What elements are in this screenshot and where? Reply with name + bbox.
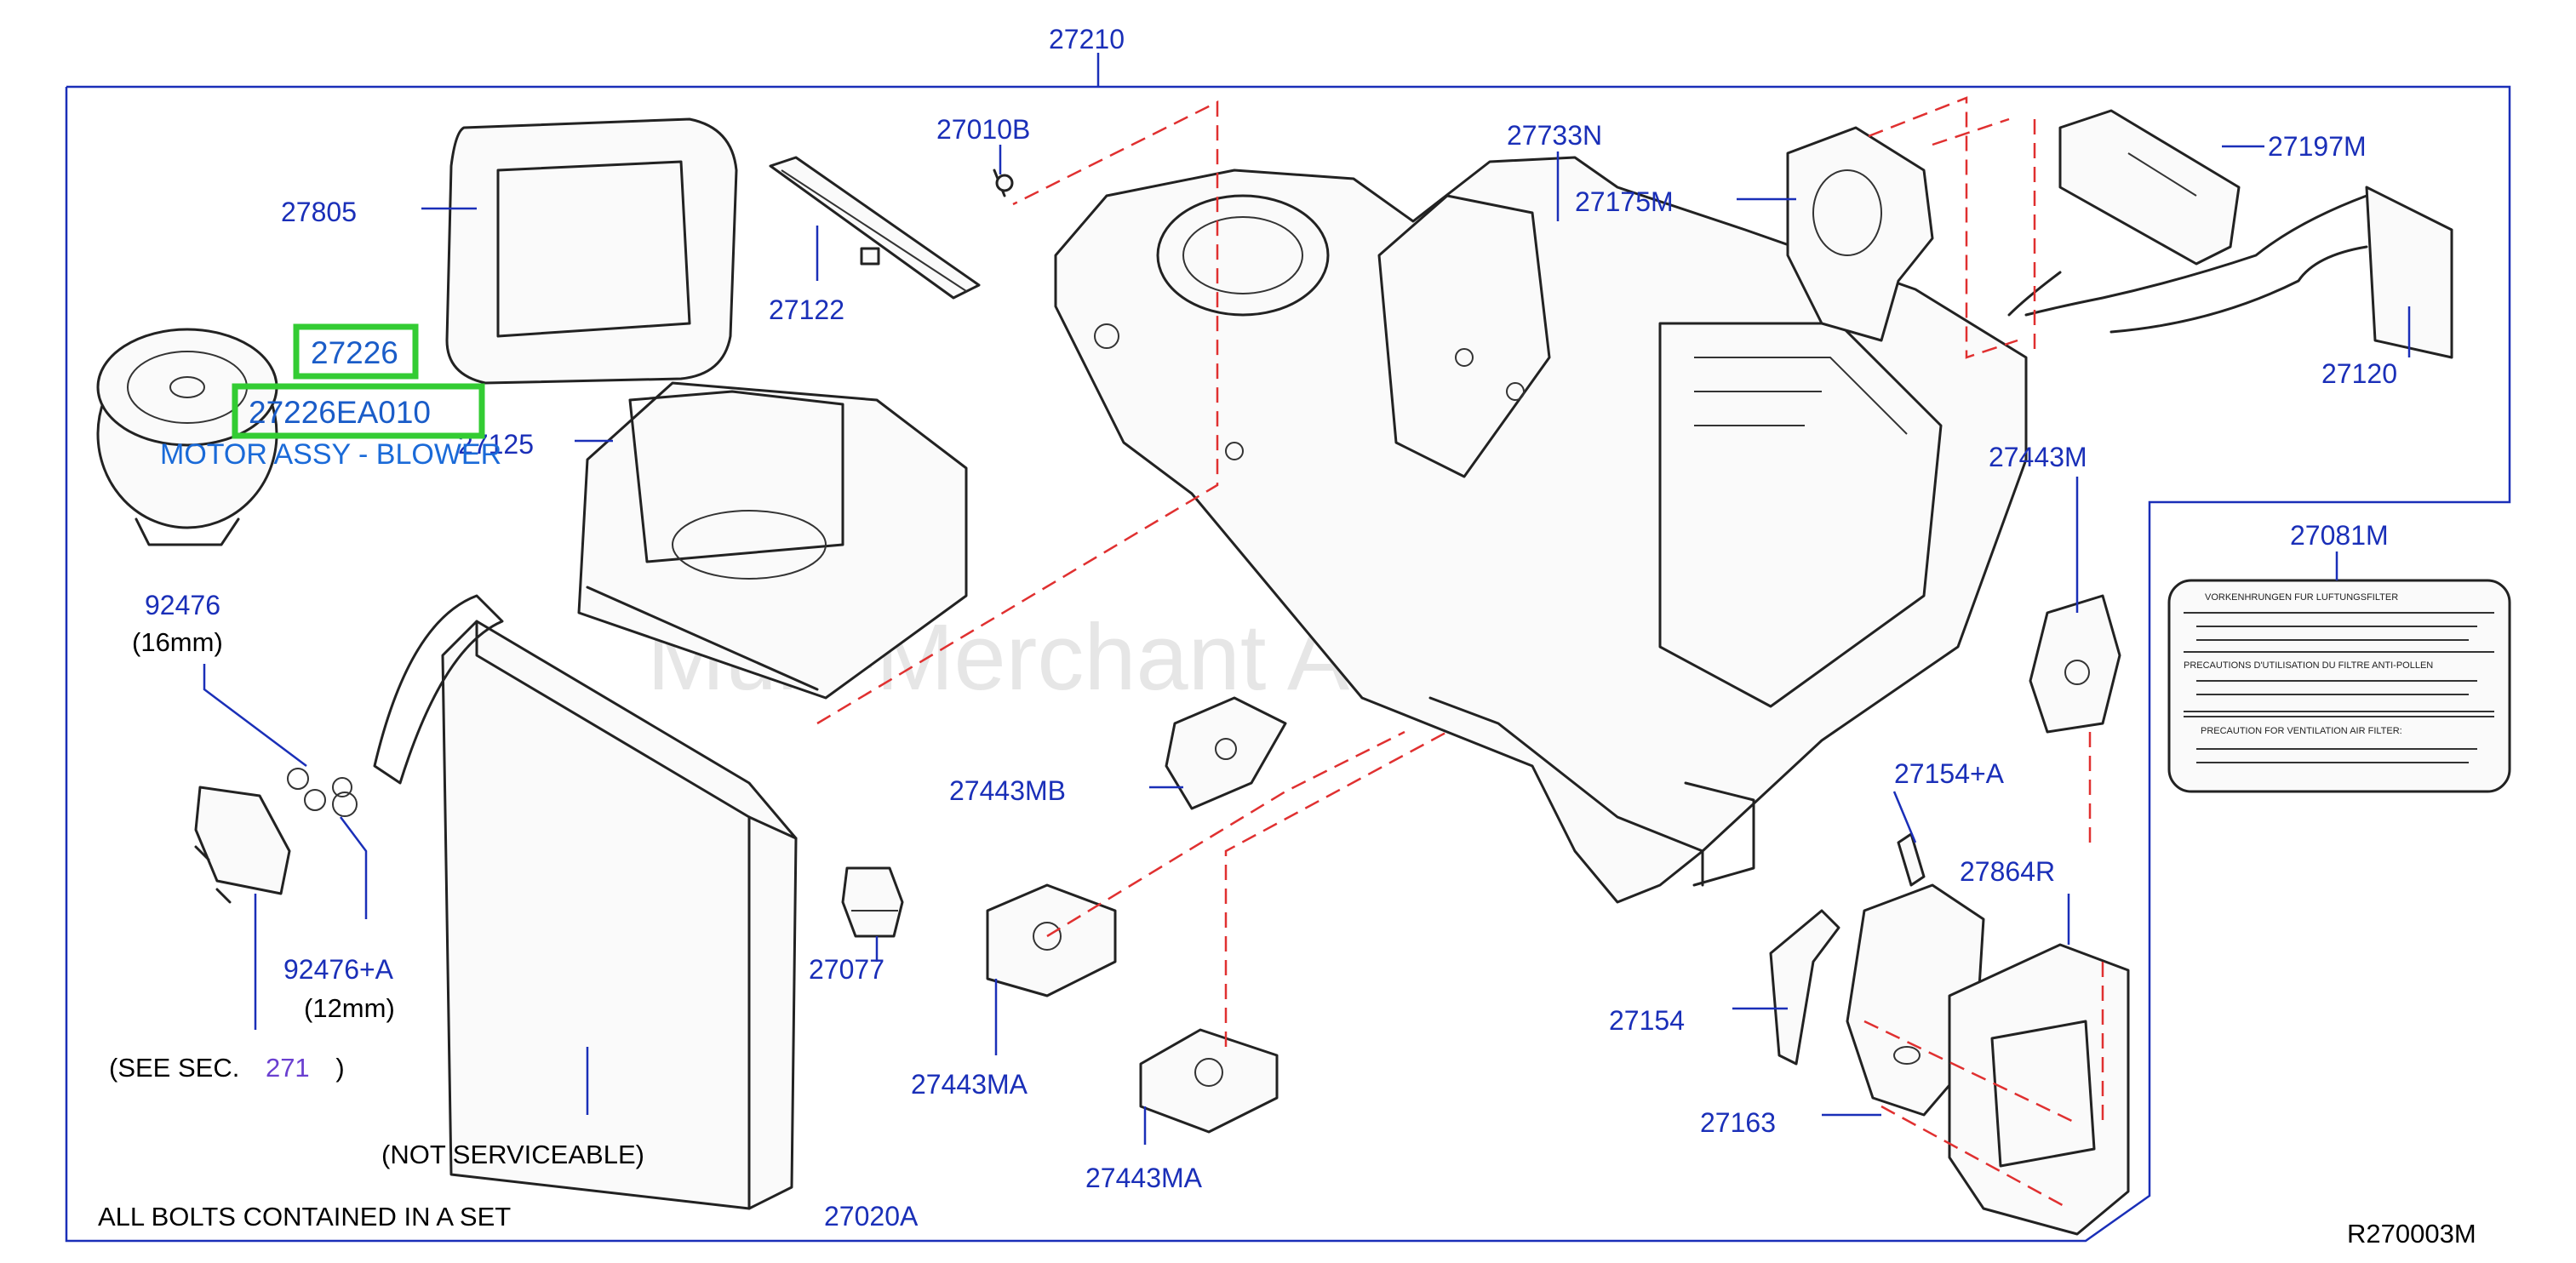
pin-drawing: [1897, 832, 1926, 887]
part-label-27122[interactable]: 27122: [769, 294, 844, 325]
actuator-mb-drawing: [1165, 696, 1287, 810]
lever-drawing: [1769, 909, 1840, 1066]
bolts-note: ALL BOLTS CONTAINED IN A SET: [98, 1202, 511, 1232]
svg-text:PRECAUTIONS D'UTILISATION: PRECAUTIONS D'UTILISATION DU FILTRE ANTI…: [2184, 660, 2433, 671]
part-label-27120[interactable]: 27120: [2321, 358, 2397, 389]
part-label-27733n[interactable]: 27733N: [1507, 120, 1602, 151]
part-size-92476a: (12mm): [304, 993, 395, 1023]
filter-frame-drawing: [445, 117, 738, 385]
part-label-27077[interactable]: 27077: [809, 954, 884, 985]
part-label-27443ma-1[interactable]: 27443MA: [911, 1069, 1028, 1100]
intake-housing-drawing: [577, 381, 968, 700]
pipe-bracket-drawing: [2058, 109, 2241, 266]
part-label-27081m[interactable]: 27081M: [2290, 520, 2389, 551]
part-label-27154a[interactable]: 27154+A: [1894, 758, 2005, 789]
part-label-27197m[interactable]: 27197M: [2268, 131, 2367, 162]
reference-code: R270003M: [2347, 1219, 2476, 1249]
actuator-ma-2-drawing: [1139, 1028, 1279, 1134]
part-label-27864r[interactable]: 27864R: [1960, 856, 2055, 887]
part-label-27020a[interactable]: 27020A: [824, 1201, 919, 1232]
part-label-92476a[interactable]: 92476+A: [283, 954, 394, 985]
svg-text:VORKENHRUNGEN FUR LUFTUN: VORKENHRUNGEN FUR LUFTUNGSFILTER: [2205, 592, 2398, 603]
assembly-frame: [65, 85, 2511, 1243]
part-label-27210[interactable]: 27210: [1049, 24, 1125, 54]
part-label-27443m[interactable]: 27443M: [1989, 442, 2087, 472]
clip-drawing: [841, 866, 904, 938]
bolt-drawing: [993, 169, 1014, 197]
part-label-27175m[interactable]: 27175M: [1575, 186, 1674, 217]
expansion-valve-drawing: [194, 768, 358, 904]
part-label-27010b[interactable]: 27010B: [936, 114, 1030, 145]
highlight-description: MOTOR ASSY - BLOWER: [160, 438, 501, 471]
foot-duct-drawing: [1786, 126, 1934, 342]
part-label-92476[interactable]: 92476: [145, 590, 220, 620]
see-section-link[interactable]: 271: [266, 1053, 310, 1083]
part-label-27154[interactable]: 27154: [1609, 1005, 1685, 1036]
highlight-box-27226[interactable]: [293, 323, 419, 380]
svg-text:PRECAUTION FOR VENTILATI: PRECAUTION FOR VENTILATION AIR FILTER:: [2201, 726, 2402, 736]
highlight-part-27226ea010[interactable]: 27226EA010: [249, 395, 431, 430]
part-size-92476: (16mm): [132, 627, 223, 657]
part-label-27443mb[interactable]: 27443MB: [949, 775, 1066, 806]
duct-grille-drawing: [1846, 883, 2130, 1236]
part-label-27163[interactable]: 27163: [1700, 1107, 1776, 1138]
heater-unit-drawing: [1054, 156, 2028, 904]
part-label-27805[interactable]: 27805: [281, 197, 357, 227]
highlight-part-27226[interactable]: 27226: [311, 335, 398, 370]
filter-cover-drawing: [769, 156, 981, 300]
actuator-ma-1-drawing: [986, 883, 1117, 997]
actuator-m-drawing: [2029, 594, 2121, 734]
see-section-note: (SEE SEC. 271 ): [109, 1053, 345, 1083]
part-label-27443ma-2[interactable]: 27443MA: [1085, 1163, 1203, 1193]
heater-core-drawing: [2007, 186, 2453, 359]
evaporator-drawing: [373, 594, 798, 1210]
not-serviceable-note: (NOT SERVICEABLE): [381, 1140, 644, 1169]
highlight-box-27226ea010[interactable]: [232, 383, 485, 439]
caution-label: VORKENHRUNGEN FUR LUFTUNGSFILTER PRECAUT…: [2167, 579, 2511, 793]
